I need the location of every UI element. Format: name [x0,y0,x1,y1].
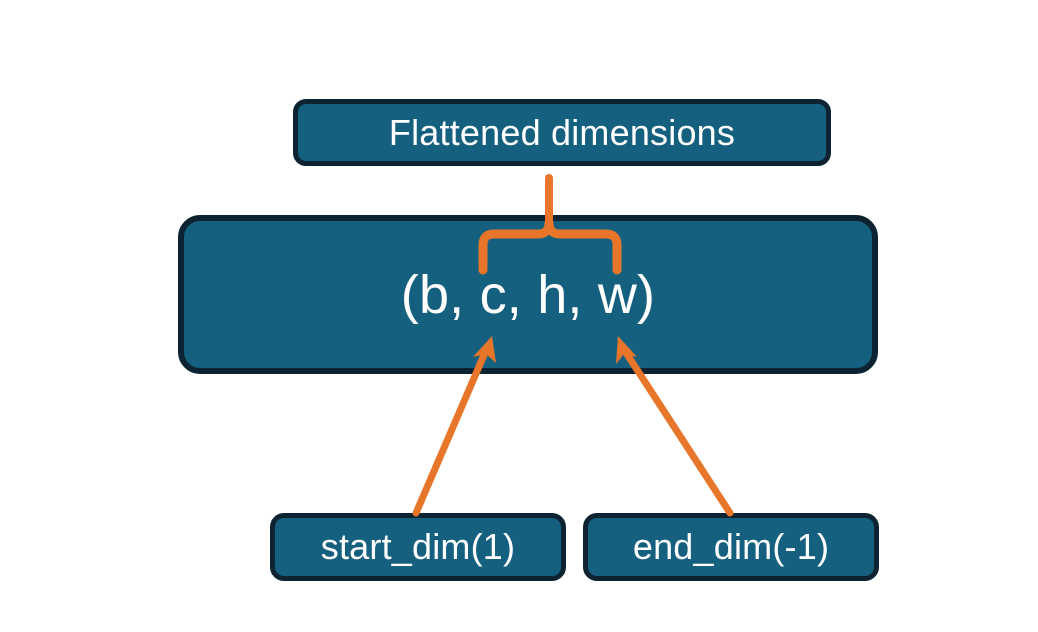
node-flattened-dimensions: Flattened dimensions [293,99,831,166]
node-end-dim-label: end_dim(-1) [632,526,830,567]
node-end-dim: end_dim(-1) [583,513,879,581]
node-tensor-shape-tuple: (b, c, h, w) [178,215,878,374]
node-flattened-dimensions-label: Flattened dimensions [388,111,736,153]
node-start-dim-label: start_dim(1) [320,526,516,567]
node-tensor-shape-tuple-label: (b, c, h, w) [400,264,656,325]
node-start-dim: start_dim(1) [270,513,566,581]
